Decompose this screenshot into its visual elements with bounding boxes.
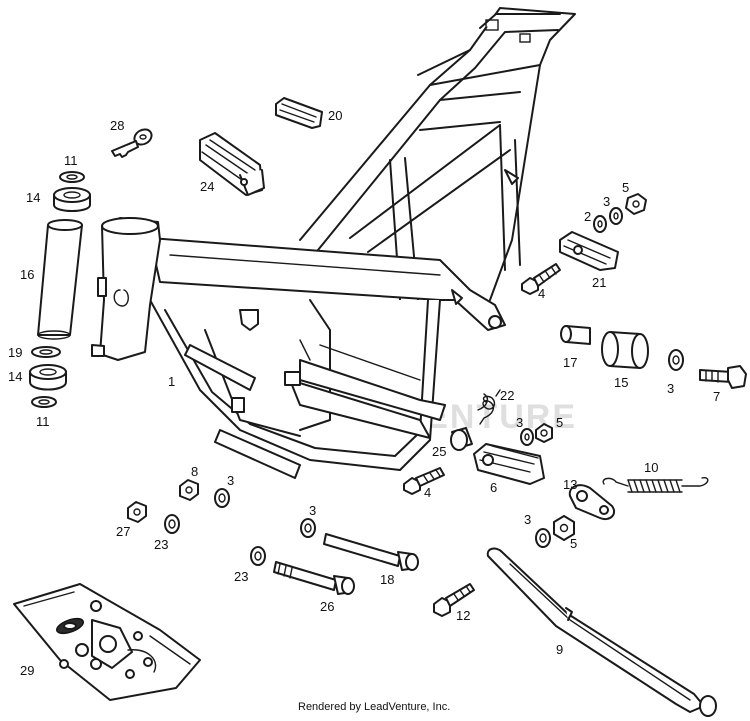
bolt-7-part[interactable]: [699, 365, 747, 389]
callout-11-top: 11: [64, 153, 78, 168]
washer-3-top-part[interactable]: [609, 207, 623, 225]
washer-3-right-part[interactable]: [535, 528, 551, 548]
bolt-12-part[interactable]: [433, 583, 475, 617]
footrest-24-part[interactable]: [199, 132, 265, 196]
spacer-25-part[interactable]: [450, 427, 473, 451]
side-stand-part[interactable]: [486, 547, 717, 717]
callout-14-bottom: 14: [8, 369, 22, 384]
washer-2-part[interactable]: [593, 215, 607, 233]
nut-5-top-part[interactable]: [625, 193, 647, 215]
callout-12: 12: [456, 608, 470, 623]
callout-9: 9: [556, 642, 563, 657]
callout-18: 18: [380, 572, 394, 587]
callout-27: 27: [116, 524, 130, 539]
callout-23-upper: 23: [154, 537, 168, 552]
callout-25: 25: [432, 444, 446, 459]
callout-17: 17: [563, 355, 577, 370]
callout-3-left: 3: [227, 473, 234, 488]
footrest-20-part[interactable]: [275, 97, 323, 129]
bearing-14-bottom-part[interactable]: [29, 364, 67, 391]
callout-5-mid: 5: [556, 415, 563, 430]
spacer-17-part[interactable]: [560, 325, 591, 345]
cup-11-bottom-part[interactable]: [31, 396, 57, 408]
callout-7: 7: [713, 389, 720, 404]
nut-8-part[interactable]: [179, 479, 199, 501]
callout-21: 21: [592, 275, 606, 290]
callout-10: 10: [644, 460, 658, 475]
callout-26: 26: [320, 599, 334, 614]
long-bolt-18-part[interactable]: [323, 533, 419, 571]
callout-23-lower: 23: [234, 569, 248, 584]
callout-3-mid: 3: [667, 381, 674, 396]
callout-16: 16: [20, 267, 34, 282]
washer-3-lower-part[interactable]: [520, 428, 534, 446]
callout-1: 1: [168, 374, 175, 389]
callout-28: 28: [110, 118, 124, 133]
washer-3-mid-part[interactable]: [668, 349, 684, 371]
callout-19: 19: [8, 345, 22, 360]
callout-4-lower: 4: [424, 485, 431, 500]
callout-15: 15: [614, 375, 628, 390]
hardware-kit-29-part[interactable]: [13, 583, 201, 701]
footrest-6-part[interactable]: [473, 443, 545, 485]
footer-credit: Rendered by LeadVenture, Inc.: [298, 701, 450, 713]
callout-3-right: 3: [524, 512, 531, 527]
washer-23-lower-part[interactable]: [250, 546, 266, 566]
callout-29: 29: [20, 663, 34, 678]
bushing-15-part[interactable]: [601, 331, 649, 369]
washer-23-upper-part[interactable]: [164, 514, 180, 534]
callout-3-top: 3: [603, 194, 610, 209]
callout-11-bottom: 11: [36, 414, 50, 429]
bearing-14-top-part[interactable]: [53, 187, 91, 212]
callout-labels: 1 2 3 3 3 3 3 3 4 4 5 5 5 6 7 8 9 10 11 …: [8, 108, 720, 678]
callout-14-top: 14: [26, 190, 40, 205]
spring-22-part[interactable]: [477, 389, 501, 425]
callout-24: 24: [200, 179, 214, 194]
nut-27-part[interactable]: [127, 501, 147, 523]
nut-5-lower-part[interactable]: [553, 515, 575, 541]
callout-5-top: 5: [622, 180, 629, 195]
callout-8: 8: [191, 464, 198, 479]
callout-22: 22: [500, 388, 514, 403]
spring-10-part[interactable]: [602, 476, 709, 493]
washer-3-center-part[interactable]: [300, 518, 316, 538]
washer-3-left-part[interactable]: [214, 488, 230, 508]
callout-2: 2: [584, 209, 591, 224]
callout-4-top: 4: [538, 286, 545, 301]
bolt-4-top-part[interactable]: [521, 263, 561, 295]
callout-3-center: 3: [309, 503, 316, 518]
callout-5-lower: 5: [570, 536, 577, 551]
callout-20: 20: [328, 108, 342, 123]
cup-11-top-part[interactable]: [59, 171, 85, 183]
long-bolt-26-part[interactable]: [273, 561, 355, 595]
key-28-part[interactable]: [111, 126, 154, 158]
footrest-21-part[interactable]: [559, 231, 619, 271]
frame-part[interactable]: [91, 7, 576, 479]
callout-3-lower: 3: [516, 415, 523, 430]
callout-6: 6: [490, 480, 497, 495]
steering-tube-16-part[interactable]: [37, 219, 83, 340]
bolt-4-lower-part[interactable]: [403, 467, 445, 495]
callout-13: 13: [563, 477, 577, 492]
nut-5-mid-part[interactable]: [535, 423, 553, 443]
seal-19-part[interactable]: [31, 346, 61, 358]
plate-13-part[interactable]: [568, 484, 616, 520]
